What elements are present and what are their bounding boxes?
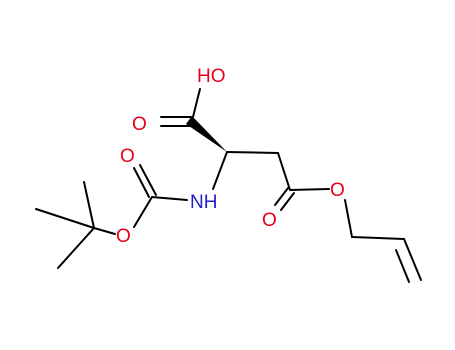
bond-acid-carbon-hydroxyl [192, 88, 201, 118]
bond-boc-carbonyl-double-a [133, 167, 150, 198]
bond-alpha-carbon-acid-carbon-wedge [186, 116, 227, 152]
bond-ether-oxygen-allyl-ch2 [344, 199, 353, 238]
atom-label-hydroxyl-oxygen: HO [197, 66, 226, 87]
bond-allyl-double-a [403, 238, 422, 281]
atom-label-acid-carbonyl-oxygen: O [132, 114, 147, 135]
bond-nitrogen-alpha-carbon [212, 151, 228, 190]
bond-allyl-ch2-ch [351, 236, 405, 240]
atom-label-amide-nitrogen: NH [190, 192, 217, 213]
bond-tbu-methyl-upper [83, 181, 95, 229]
bond-boc-carbonyl-double-b [139, 164, 157, 196]
bonds [35, 88, 422, 283]
bond-methylene-ester-carbon [277, 152, 291, 191]
atom-label-boc-carbonyl-oxygen: O [120, 146, 135, 167]
bond-alpha-carbon-methylene [226, 151, 279, 154]
bond-carbonyl-carbon-nitrogen [151, 196, 188, 201]
atom-label-ester-carbonyl-oxygen: O [262, 210, 277, 231]
atom-labels: HO O O NH O O O [116, 66, 345, 247]
bond-tbu-methyl-left [35, 208, 95, 229]
atom-label-boc-ether-oxygen: O [116, 226, 131, 247]
bond-allyl-double-b [395, 249, 410, 283]
bond-ester-carbon-ether-oxygen [289, 188, 330, 191]
bond-ester-carbonyl-double-a [274, 187, 289, 206]
atom-label-ester-ether-oxygen: O [330, 180, 345, 201]
bond-ester-carbonyl-double-b [280, 192, 295, 211]
bond-tbu-ether-oxygen [93, 227, 116, 235]
bond-ether-oxygen-carbonyl-carbon [133, 196, 153, 228]
bond-tbu-methyl-lower [57, 227, 95, 269]
